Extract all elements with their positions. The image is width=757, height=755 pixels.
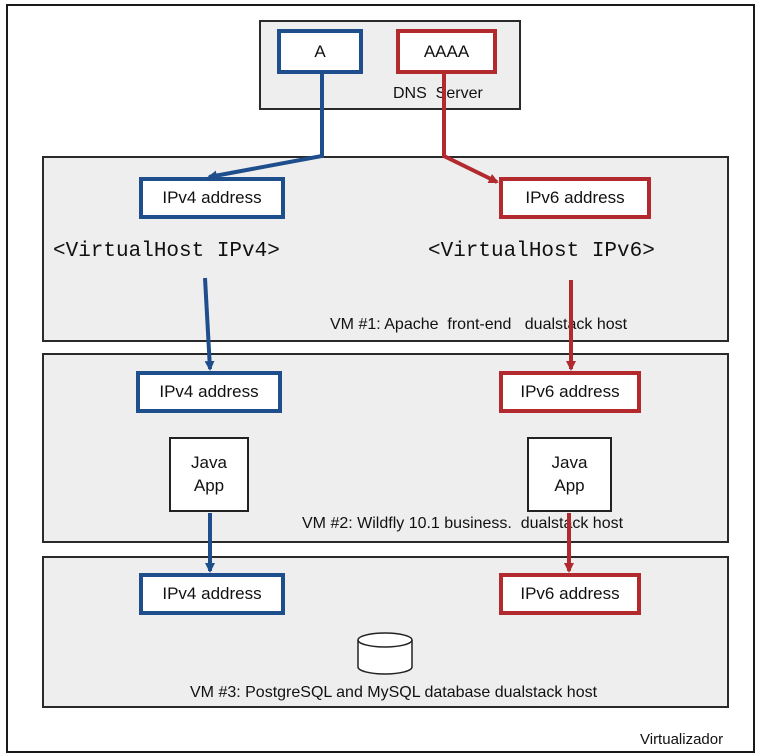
dns-aaaa-label: AAAA <box>423 41 470 61</box>
vm3-ipv4-label: IPv4 address <box>162 584 262 603</box>
vm1-ipv4-label: IPv4 address <box>162 188 262 207</box>
vm3-ipv4-box: IPv4 address <box>139 573 285 615</box>
dns-a-record: A <box>277 29 363 74</box>
vm2-ipv6-box: IPv6 address <box>499 371 641 413</box>
vm2-label: VM #2: Wildfly 10.1 business. dualstack … <box>302 515 624 532</box>
vm2-java-app-left: Java App <box>169 437 249 512</box>
vm3-ipv6-box: IPv6 address <box>499 573 641 615</box>
virtualizer-frame <box>6 4 755 753</box>
vm2-ipv6-label: IPv6 address <box>520 382 620 401</box>
java-app-left-label: Java App <box>191 453 227 495</box>
vm2-ipv4-label: IPv4 address <box>159 382 259 401</box>
vm3-ipv6-label: IPv6 address <box>520 584 620 603</box>
vm2-java-app-right: Java App <box>527 437 612 512</box>
vm1-ipv6-box: IPv6 address <box>499 177 651 219</box>
dns-a-label: A <box>314 41 326 61</box>
vm1-label: VM #1: Apache front-end dualstack host <box>330 316 628 333</box>
vm2-ipv4-box: IPv4 address <box>136 371 282 413</box>
vm1-virtualhost-ipv6: <VirtualHost IPv6> <box>428 240 655 263</box>
dns-server-label: DNS Server <box>393 85 483 102</box>
vm1-ipv4-box: IPv4 address <box>139 177 285 219</box>
virtualizer-label: Virtualizador <box>640 731 724 748</box>
vm1-virtualhost-ipv4: <VirtualHost IPv4> <box>53 240 280 263</box>
vm3-label: VM #3: PostgreSQL and MySQL database dua… <box>190 684 598 701</box>
dns-aaaa-record: AAAA <box>396 29 497 74</box>
vm1-ipv6-label: IPv6 address <box>525 188 625 207</box>
java-app-right-label: Java App <box>551 453 588 495</box>
